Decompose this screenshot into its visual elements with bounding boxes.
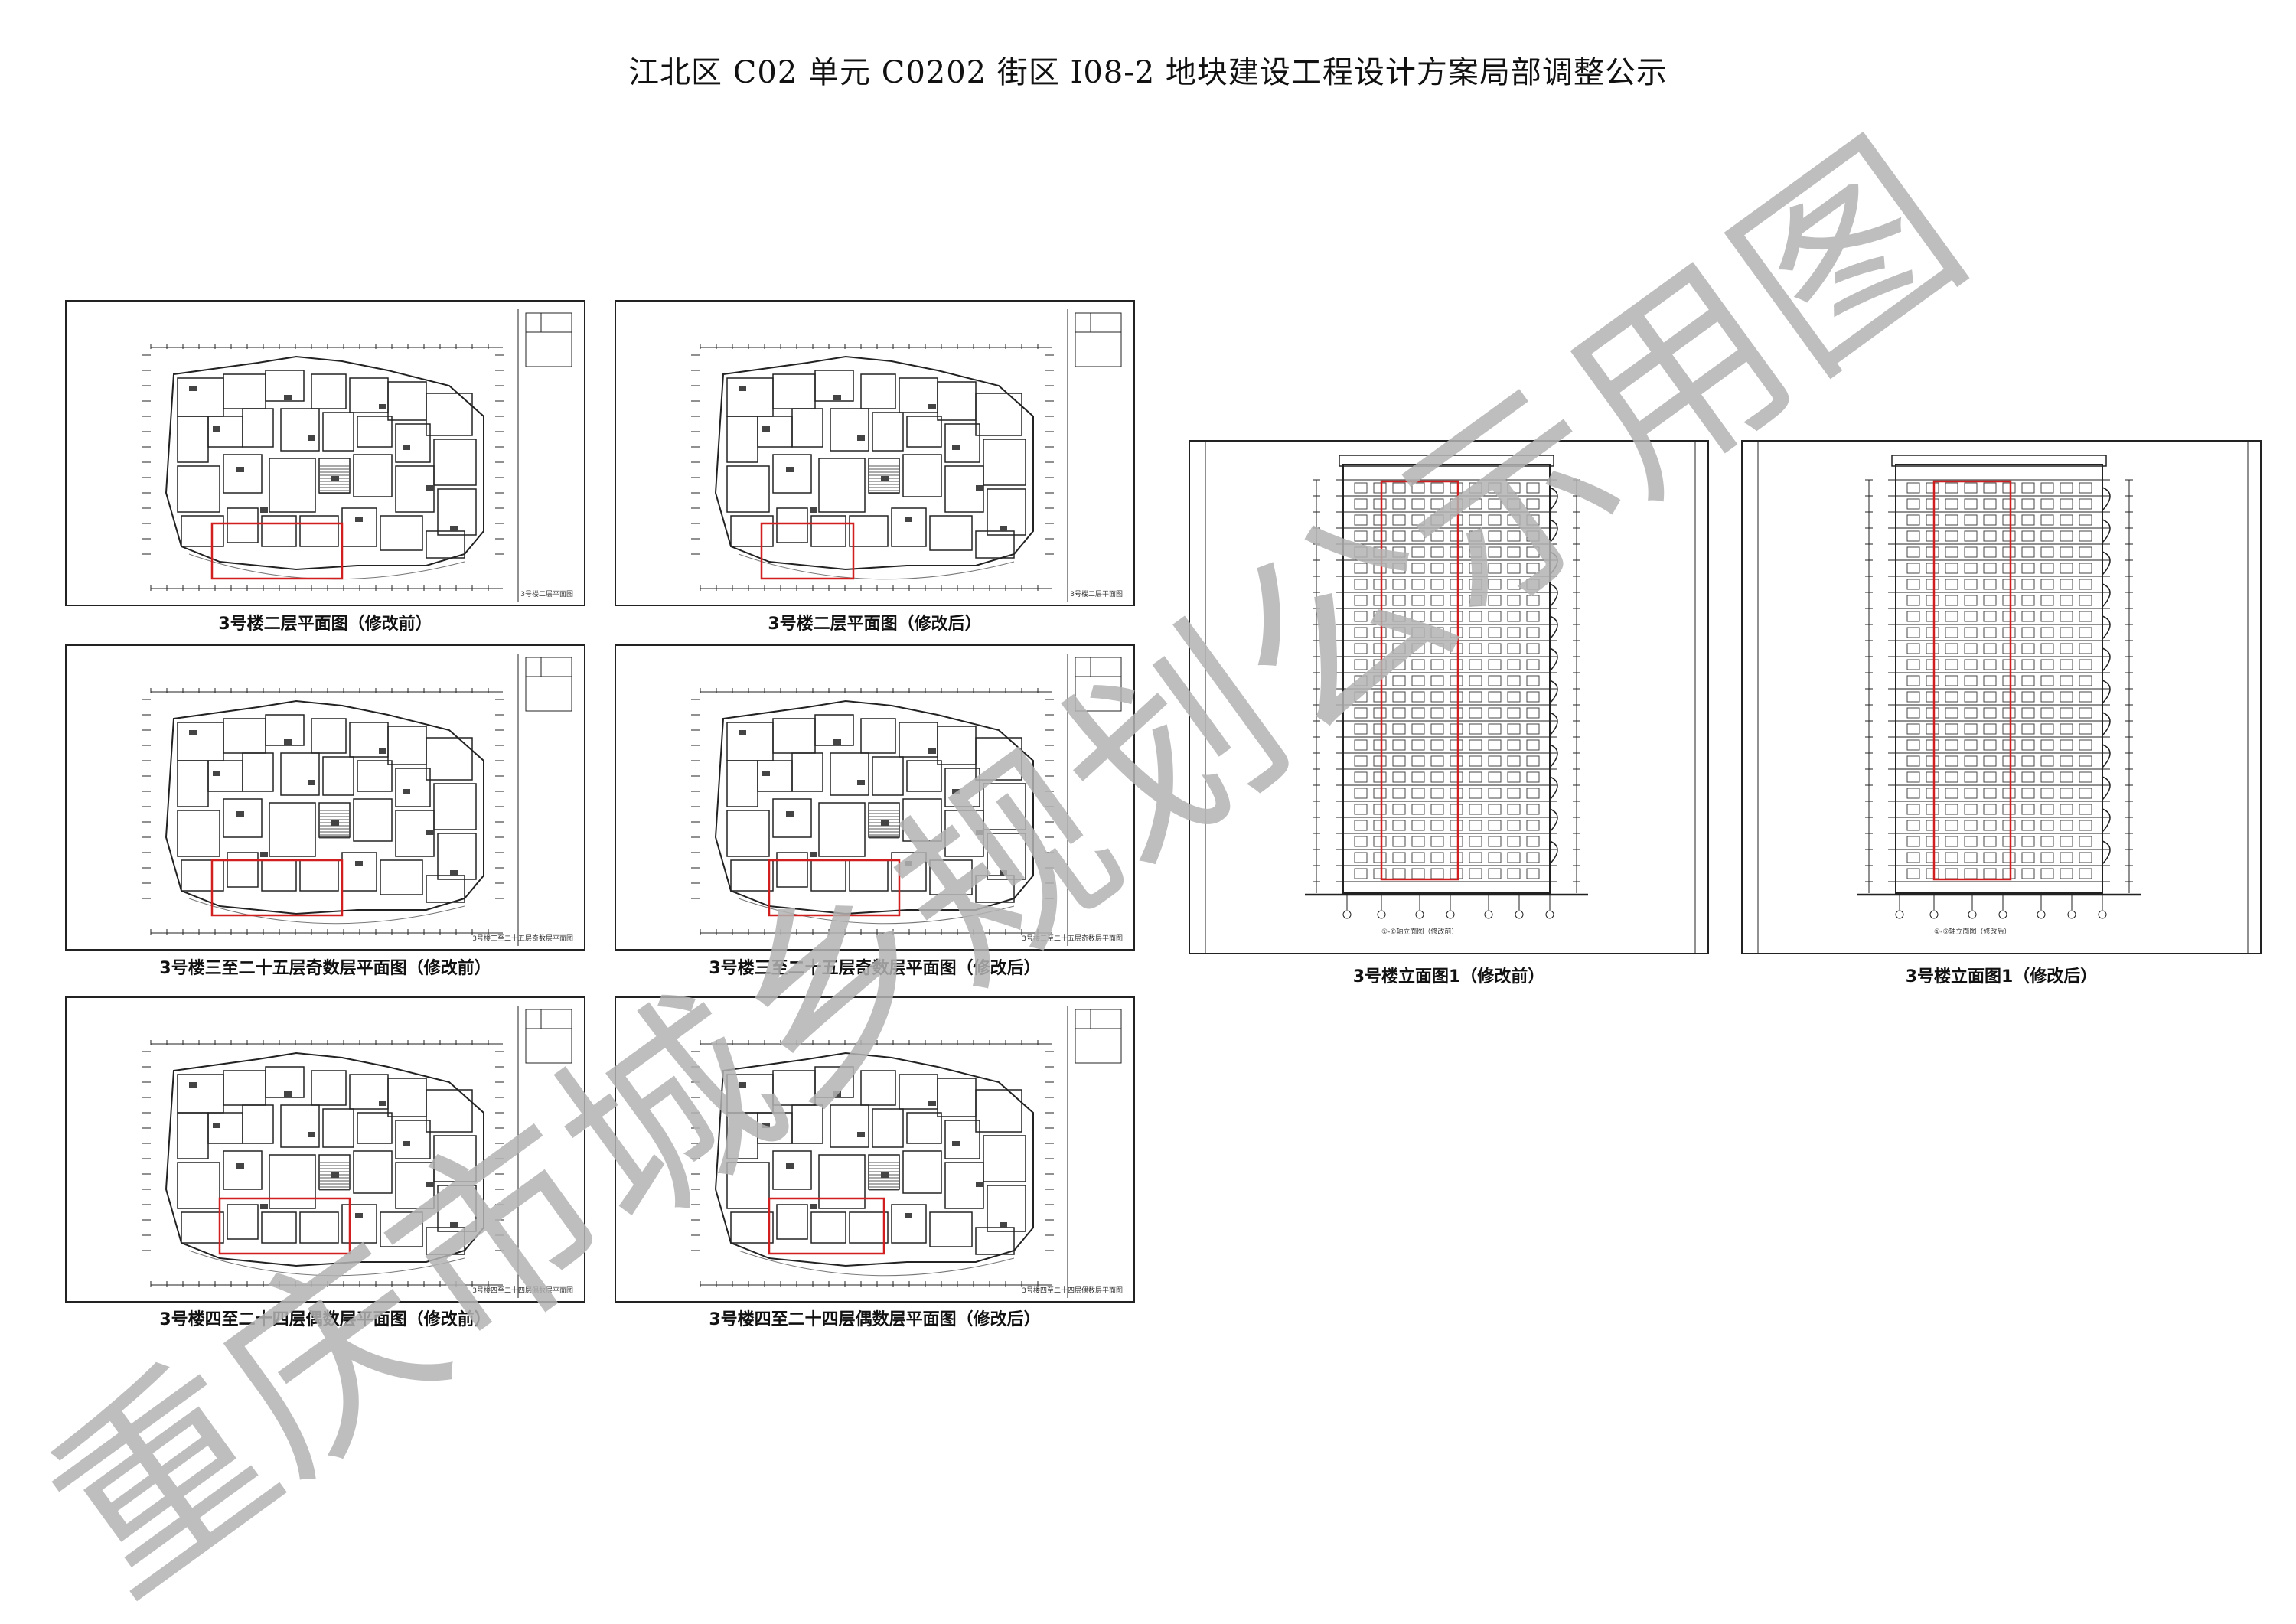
caption-even-before: 3号楼四至二十四层偶数层平面图（修改前） (159, 1310, 491, 1329)
floor-plan-drawing (691, 309, 1122, 602)
drawing-tag: 3号楼四至二十四层偶数层平面图 (472, 1287, 573, 1295)
caption-even-after: 3号楼四至二十四层偶数层平面图（修改后） (709, 1310, 1041, 1329)
caption-elevation-before: 3号楼立面图1（修改前） (1352, 967, 1545, 986)
floor-plan-drawing (142, 1006, 572, 1298)
floor-plan-even-before: 3号楼四至二十四层偶数层平面图 (65, 996, 585, 1303)
caption-odd-before: 3号楼三至二十五层奇数层平面图（修改前） (159, 959, 491, 978)
drawing-tag: ①-⑥轴立面图（修改前） (1381, 928, 1459, 936)
floor-plan-odd-after: 3号楼三至二十五层奇数层平面图 (615, 644, 1135, 951)
drawing-tag: 3号楼四至二十四层偶数层平面图 (1022, 1287, 1123, 1295)
caption-2f-before: 3号楼二层平面图（修改前） (218, 615, 432, 634)
floor-plan-2f-before: 3号楼二层平面图 (65, 300, 585, 606)
elevation-drawing (1757, 442, 2249, 953)
elevation-after: ①-⑥轴立面图（修改后） (1741, 440, 2262, 954)
drawing-tag: 3号楼二层平面图 (1070, 591, 1123, 598)
caption-odd-after: 3号楼三至二十五层奇数层平面图（修改后） (709, 959, 1041, 978)
floor-plan-drawing (142, 309, 572, 602)
caption-elevation-after: 3号楼立面图1（修改后） (1905, 967, 2098, 986)
drawing-tag: 3号楼三至二十五层奇数层平面图 (472, 935, 573, 943)
drawing-tag: 3号楼二层平面图 (520, 591, 573, 598)
drawing-tag: ①-⑥轴立面图（修改后） (1934, 928, 2011, 936)
floor-plan-even-after: 3号楼四至二十四层偶数层平面图 (615, 996, 1135, 1303)
floor-plan-drawing (691, 1006, 1122, 1298)
drawing-tag: 3号楼三至二十五层奇数层平面图 (1022, 935, 1123, 943)
elevation-drawing (1205, 442, 1696, 953)
floor-plan-drawing (691, 654, 1122, 946)
floor-plan-2f-after: 3号楼二层平面图 (615, 300, 1135, 606)
caption-2f-after: 3号楼二层平面图（修改后） (768, 615, 982, 634)
floor-plan-drawing (142, 654, 572, 946)
page-title: 江北区 C02 单元 C0202 街区 I08-2 地块建设工程设计方案局部调整… (628, 55, 1668, 90)
elevation-before: ①-⑥轴立面图（修改前） (1189, 440, 1709, 954)
floor-plan-odd-before: 3号楼三至二十五层奇数层平面图 (65, 644, 585, 951)
